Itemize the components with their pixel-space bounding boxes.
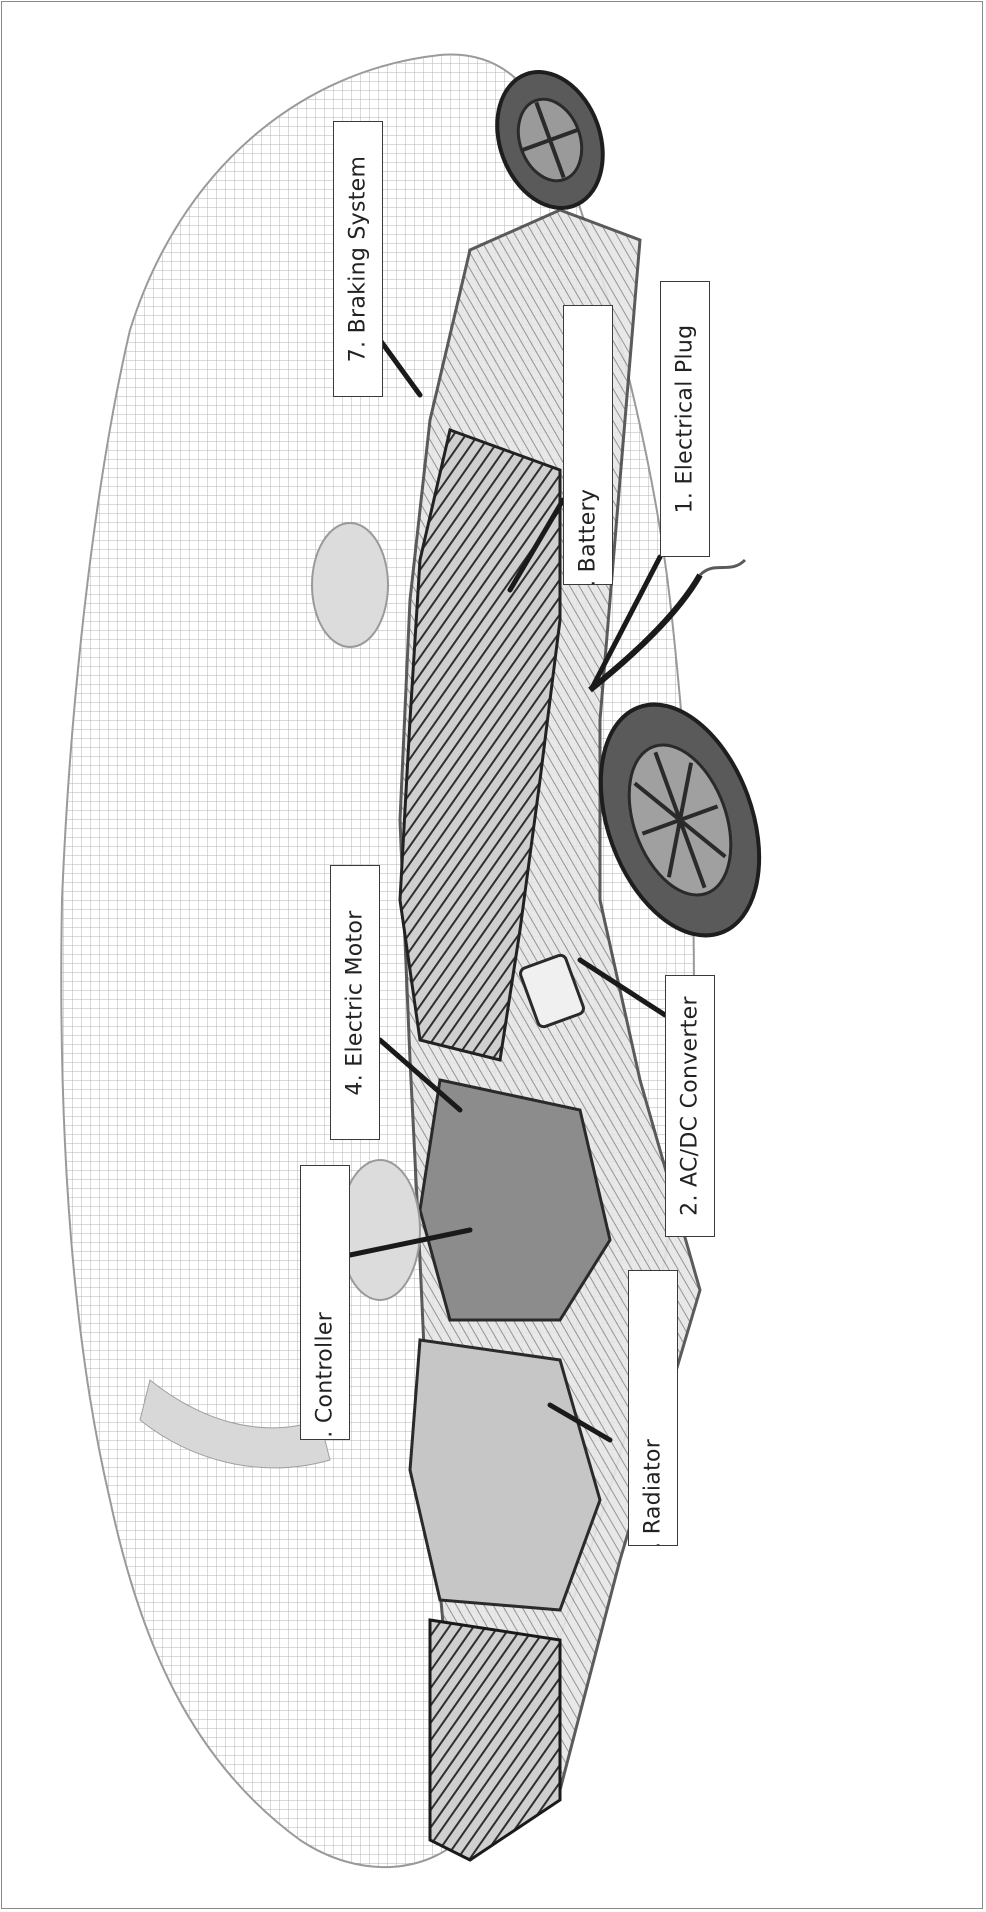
label-electrical-plug: 1. Electrical Plug: [660, 281, 710, 557]
label-electrical-plug-text: 1. Electrical Plug: [673, 325, 698, 514]
label-battery: 3. Battery: [563, 305, 613, 585]
rear-wheel-well: [312, 523, 388, 647]
label-ac-dc-converter: 2. AC/DC Converter: [665, 975, 715, 1237]
radiator-grille: [430, 1620, 560, 1860]
charging-cable-tail: [700, 560, 745, 575]
label-electric-motor: 4. Electric Motor: [330, 865, 380, 1140]
label-electric-motor-text: 4. Electric Motor: [343, 910, 368, 1095]
motor-block: [420, 1080, 610, 1320]
label-braking-system: 7. Braking System: [333, 121, 383, 397]
label-radiator-text: 6. Radiator: [641, 1439, 666, 1546]
label-battery-text: 3. Battery: [576, 489, 601, 585]
label-controller: 5. Controller: [300, 1165, 350, 1440]
label-radiator: 6. Radiator: [628, 1270, 678, 1546]
label-ac-dc-converter-text: 2. AC/DC Converter: [678, 996, 703, 1216]
front-wheel-well: [340, 1160, 420, 1300]
label-braking-system-text: 7. Braking System: [346, 156, 371, 363]
label-controller-text: 5. Controller: [313, 1312, 338, 1440]
